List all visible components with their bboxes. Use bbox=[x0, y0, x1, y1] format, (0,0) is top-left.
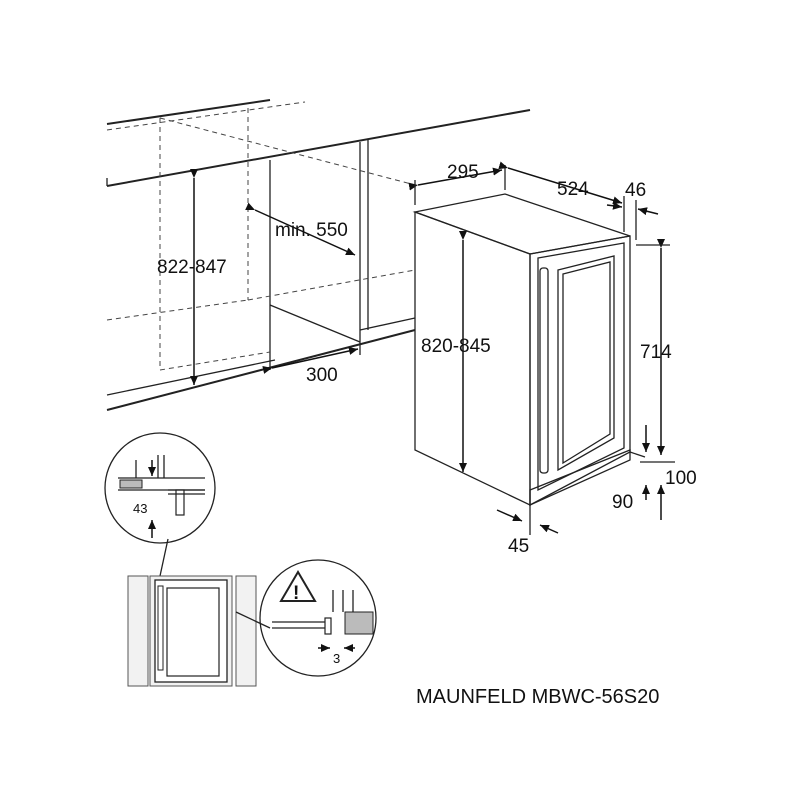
niche-height-label: 822-847 bbox=[157, 257, 227, 278]
side-gap-label: 45 bbox=[508, 536, 529, 557]
plinth-100-label: 100 bbox=[665, 468, 697, 489]
front-view bbox=[127, 575, 271, 687]
door-height-label: 714 bbox=[640, 342, 672, 363]
door-protrusion-label: 46 bbox=[625, 180, 646, 201]
detail-top-label: 43 bbox=[133, 501, 147, 516]
warning-triangle-icon bbox=[279, 570, 317, 602]
cabinet-niche bbox=[106, 99, 531, 411]
detail-side-label: 3 bbox=[333, 651, 340, 666]
niche-width-label: 300 bbox=[306, 365, 338, 386]
plinth-90-label: 90 bbox=[612, 492, 633, 513]
model-label: MAUNFELD MBWC-56S20 bbox=[416, 686, 659, 708]
unit-width-label: 295 bbox=[447, 162, 479, 183]
unit-height-label: 820-845 bbox=[421, 336, 491, 357]
niche-depth-label: min. 550 bbox=[275, 220, 348, 241]
detail-circle-warning bbox=[259, 559, 377, 677]
unit-depth-label: 524 bbox=[557, 179, 589, 200]
detail-circle-top bbox=[104, 432, 216, 577]
warning-symbol: ! bbox=[293, 583, 299, 604]
